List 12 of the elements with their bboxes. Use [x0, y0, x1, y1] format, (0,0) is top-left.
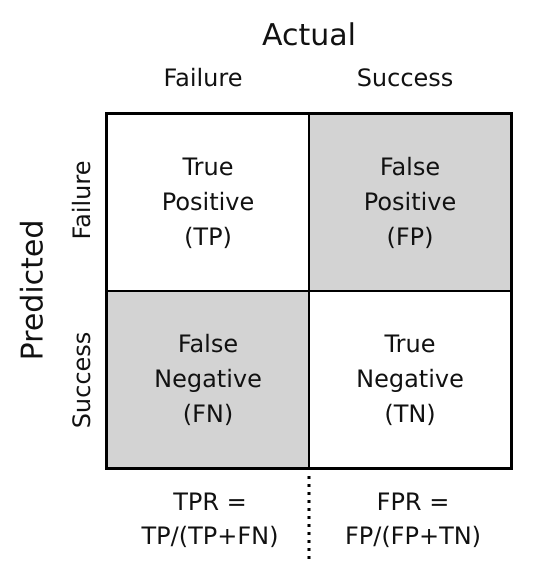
column-header: Success	[356, 64, 454, 92]
axis-title: Predicted	[16, 220, 50, 360]
matrix-cell: True Negative (TN)	[309, 291, 513, 470]
column-header: Failure	[162, 64, 244, 92]
matrix-cell: False Positive (FP)	[309, 112, 513, 291]
formula: TPR = TP/(TP+FN)	[140, 487, 280, 552]
row-header: Success	[68, 332, 96, 428]
matrix-cell: False Negative (FN)	[105, 291, 309, 470]
matrix-cell: True Positive (TP)	[105, 112, 309, 291]
title: Actual	[261, 18, 357, 53]
row-header: Failure	[68, 160, 96, 240]
formula: FPR = FP/(FP+TN)	[344, 487, 482, 552]
